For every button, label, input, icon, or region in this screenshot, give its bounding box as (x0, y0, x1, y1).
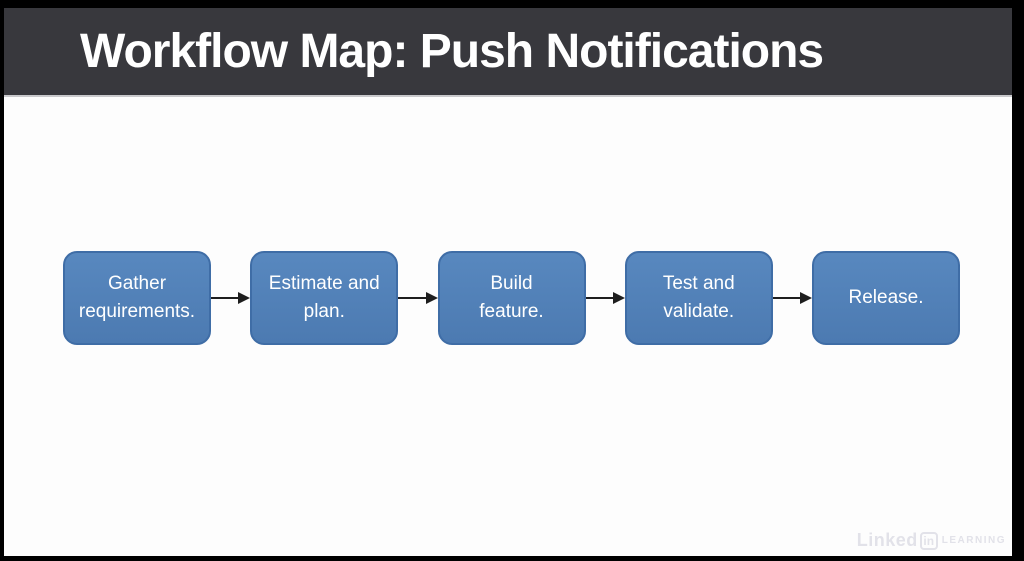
arrow-right-connector (772, 292, 812, 304)
linkedin-learning-logo: Linked in LEARNING (857, 530, 1006, 551)
flow-step-test-and-validate: Test and validate. (624, 251, 773, 345)
workflow-diagram: Gather requirements. Estimate and plan. … (63, 251, 960, 345)
arrow-head-icon (612, 292, 625, 304)
learning-wordmark: LEARNING (941, 535, 1006, 546)
flow-step-estimate-and-plan: Estimate and plan. (250, 251, 399, 345)
slide: Workflow Map: Push Notifications Gather … (4, 8, 1012, 556)
arrow-head-icon (425, 292, 438, 304)
slide-header: Workflow Map: Push Notifications (4, 8, 1012, 97)
flow-step-label: Gather requirements. (78, 273, 196, 322)
flow-step-build-feature: Build feature. (437, 251, 586, 345)
arrow-head-icon (238, 292, 251, 304)
arrow-right-connector (398, 292, 438, 304)
flow-step-label: Build feature. (479, 273, 544, 322)
linkedin-in-badge-icon: in (919, 531, 938, 550)
arrow-right-connector (211, 292, 251, 304)
arrow-line (585, 297, 614, 299)
arrow-head-icon (800, 292, 812, 304)
flow-step-label: Estimate and plan. (268, 273, 380, 322)
slide-title: Workflow Map: Push Notifications (80, 25, 824, 78)
flow-step-gather-requirements: Gather requirements. (63, 251, 211, 345)
arrow-right-connector (585, 292, 625, 304)
flow-step-release: Release. (812, 251, 960, 345)
arrow-line (398, 297, 427, 299)
flow-step-label: Release. (848, 287, 924, 308)
linkedin-wordmark: Linked (856, 530, 918, 550)
arrow-line (772, 297, 801, 299)
flow-step-label: Test and validate. (662, 273, 735, 322)
arrow-line (211, 297, 240, 299)
